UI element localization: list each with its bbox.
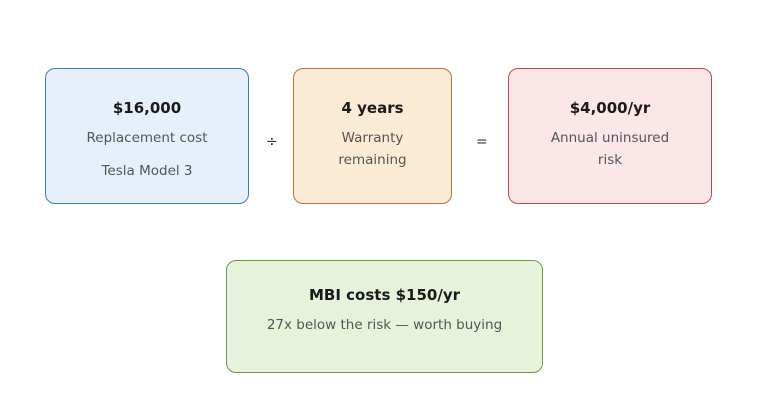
replacement-cost-value: $16,000	[112, 99, 182, 117]
warranty-box: 4 years Warranty remaining	[293, 68, 452, 204]
annual-risk-label-line1: Annual uninsured	[550, 130, 670, 146]
equals-operator: =	[476, 134, 488, 150]
warranty-label-line1: Warranty	[341, 130, 404, 146]
mbi-cost-title: MBI costs $150/yr	[308, 286, 460, 304]
replacement-cost-label: Replacement cost	[86, 130, 208, 146]
replacement-cost-box: $16,000 Replacement cost Tesla Model 3	[45, 68, 249, 204]
divide-operator: ÷	[266, 134, 278, 150]
vehicle-model-label: Tesla Model 3	[101, 163, 193, 179]
annual-risk-value: $4,000/yr	[569, 99, 651, 117]
annual-risk-label-line2: risk	[597, 152, 623, 168]
mbi-comparison-text: 27x below the risk — worth buying	[266, 317, 503, 333]
annual-risk-box: $4,000/yr Annual uninsured risk	[508, 68, 712, 204]
mbi-conclusion-box: MBI costs $150/yr 27x below the risk — w…	[226, 260, 543, 373]
warranty-label-line2: remaining	[338, 152, 407, 168]
warranty-value: 4 years	[341, 99, 404, 117]
